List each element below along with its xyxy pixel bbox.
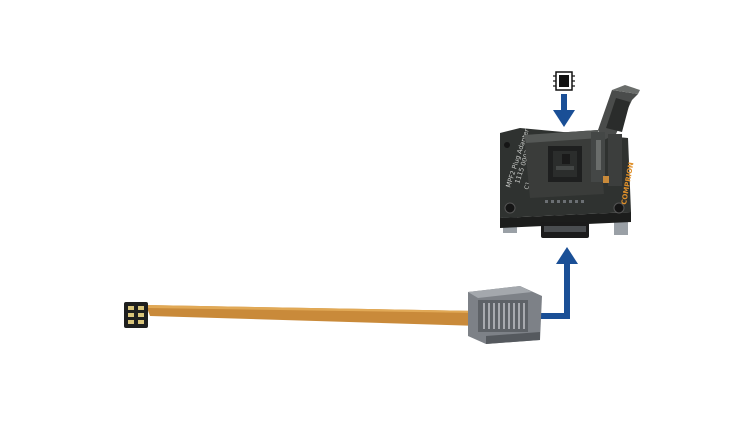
flex-cable: [146, 305, 480, 326]
up-arrow: [540, 247, 578, 319]
flex-connector: [468, 286, 542, 344]
down-arrow: [553, 94, 575, 127]
chip-icon: [553, 71, 575, 91]
pcb-label-ref: C1: [523, 181, 532, 191]
probe-chip: [124, 302, 148, 328]
chip-socket: [524, 85, 640, 198]
